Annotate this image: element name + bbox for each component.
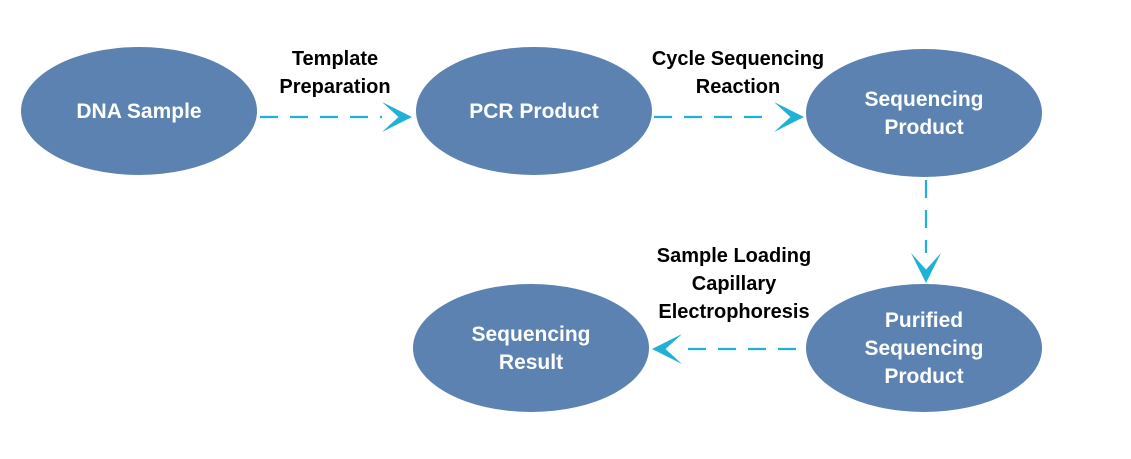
- node-label-line: Sequencing: [471, 323, 590, 346]
- arrowhead-template-preparation: [382, 102, 412, 132]
- node-label-line: DNA Sample: [76, 100, 201, 123]
- edge-purification: [911, 180, 941, 283]
- edge-label-line: Reaction: [696, 76, 780, 98]
- node-label-pcr-product: PCR Product: [469, 100, 599, 123]
- node-ellipse-dna-sample: [21, 47, 257, 175]
- edge-label-line: Capillary: [692, 273, 777, 295]
- node-label-line: Product: [884, 365, 963, 388]
- arrowhead-purification: [911, 253, 941, 283]
- edge-sample-loading-capillary-electrophoresis: [652, 334, 796, 364]
- edge-label-line: Cycle Sequencing: [652, 48, 824, 70]
- node-label-line: PCR Product: [469, 100, 599, 123]
- edge-template-preparation: [260, 102, 412, 132]
- node-ellipse-purified-sequencing-product: [806, 284, 1042, 412]
- arrowhead-cycle-sequencing-reaction: [774, 102, 804, 132]
- node-label-dna-sample: DNA Sample: [76, 100, 201, 123]
- node-label-line: Product: [884, 116, 963, 139]
- node-label-line: Sequencing: [864, 88, 983, 111]
- node-label-line: Sequencing: [864, 337, 983, 360]
- edge-label-line: Electrophoresis: [658, 301, 809, 323]
- arrowhead-sample-loading-capillary-electrophoresis: [652, 334, 682, 364]
- edge-label-line: Template: [292, 48, 378, 70]
- node-label-line: Result: [499, 351, 563, 374]
- edge-label-line: Preparation: [279, 76, 390, 98]
- edges-layer: [260, 102, 941, 364]
- node-label-line: Purified: [885, 309, 963, 332]
- edge-cycle-sequencing-reaction: [654, 102, 804, 132]
- node-ellipse-sequencing-result: [413, 284, 649, 412]
- node-dna-sample: DNA Sample: [21, 47, 257, 175]
- node-ellipse-sequencing-product: [806, 49, 1042, 177]
- edge-label-line: Sample Loading: [657, 245, 811, 267]
- node-ellipse-pcr-product: [416, 47, 652, 175]
- node-pcr-product: PCR Product: [416, 47, 652, 175]
